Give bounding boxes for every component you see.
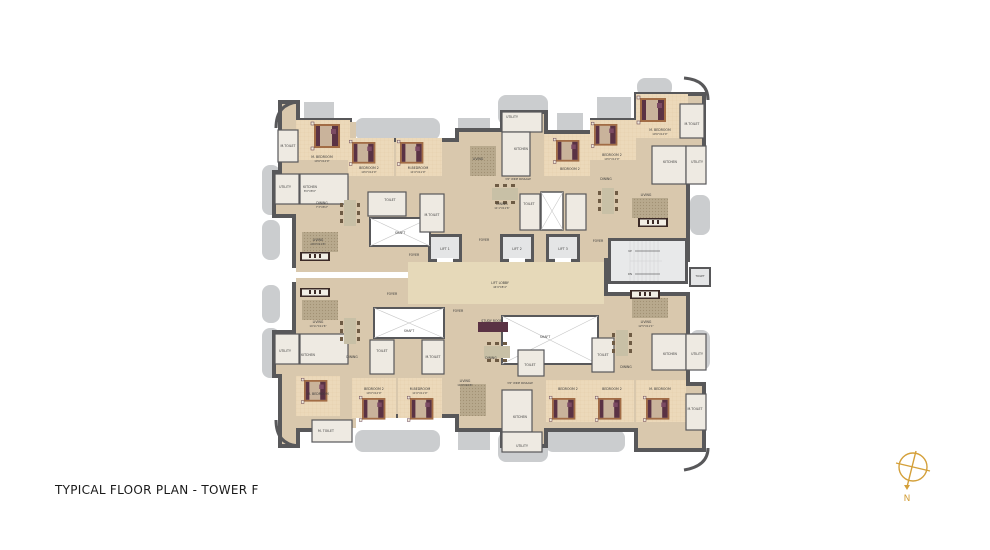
svg-text:TOILET: TOILET <box>523 363 535 367</box>
svg-text:FOYER: FOYER <box>387 292 398 296</box>
shaft-bottom-center <box>501 315 599 365</box>
svg-text:10'0"X12'0": 10'0"X12'0" <box>366 391 382 395</box>
svg-text:8'0"X8'0": 8'0"X8'0" <box>304 189 316 193</box>
shaft-label: SHAFT <box>404 329 414 333</box>
svg-text:3'6" WIDE PASSAGE: 3'6" WIDE PASSAGE <box>505 177 531 181</box>
svg-text:10'6"X12'0": 10'6"X12'0" <box>314 159 330 163</box>
svg-text:DINING: DINING <box>620 365 632 369</box>
wet-areas <box>274 103 707 453</box>
svg-text:11'0"X11'0": 11'0"X11'0" <box>410 170 426 174</box>
svg-text:12'5"X11'1": 12'5"X11'1" <box>638 324 654 328</box>
svg-text:LIVING: LIVING <box>473 157 484 161</box>
svg-text:10'6"X12'0": 10'6"X12'0" <box>652 132 668 136</box>
labels-bottom-center: FOYER STUDY ROOM DINING LIVING 11'6"X10'… <box>453 309 578 448</box>
svg-text:11'0"X11'0": 11'0"X11'0" <box>412 391 428 395</box>
svg-text:FOYER: FOYER <box>453 309 464 313</box>
svg-text:FOYER: FOYER <box>479 238 490 242</box>
stair-up-label: UP <box>628 249 632 253</box>
lift-lobby-size: 44'9"X8'4" <box>493 285 507 289</box>
compass-icon: N <box>895 450 931 504</box>
svg-text:TOILET: TOILET <box>375 349 387 353</box>
svg-text:LIVING: LIVING <box>641 193 652 197</box>
lift-lobby <box>408 262 604 304</box>
svg-text:BEDROOM 2: BEDROOM 2 <box>560 167 580 171</box>
svg-text:LIVING: LIVING <box>641 320 652 324</box>
svg-text:FOYER: FOYER <box>593 239 604 243</box>
lift-lobby-label: LIFT LOBBY <box>491 281 509 285</box>
svg-text:10'0"X12'0": 10'0"X12'0" <box>604 157 620 161</box>
shaft-label: SHAFT <box>540 335 550 339</box>
stair-down-label: DN <box>628 272 632 276</box>
plan-caption: TYPICAL FLOOR PLAN - TOWER F <box>55 483 259 497</box>
stair-toilet-label: TOILET <box>695 274 704 278</box>
svg-text:DINING: DINING <box>485 356 497 360</box>
svg-text:BEDROOM 2: BEDROOM 2 <box>558 387 578 391</box>
staircase: UP DN TOILET <box>608 238 711 287</box>
svg-text:11'6"X10'6": 11'6"X10'6" <box>457 383 473 387</box>
svg-text:TOILET: TOILET <box>596 353 608 357</box>
svg-text:M.BEDROOM: M.BEDROOM <box>408 166 429 170</box>
svg-text:M. TOILET: M. TOILET <box>318 429 334 433</box>
svg-text:LIVING: LIVING <box>313 238 324 242</box>
svg-text:M.TOILET: M.TOILET <box>688 407 703 411</box>
lift-3-label: LIFT 3 <box>558 247 567 251</box>
svg-text:M.TOILET: M.TOILET <box>425 213 440 217</box>
svg-text:M.TOILET: M.TOILET <box>281 144 296 148</box>
svg-text:TOILET: TOILET <box>522 202 534 206</box>
lift-1-label: LIFT 1 <box>440 247 449 251</box>
svg-text:BEDROOM 2: BEDROOM 2 <box>602 153 622 157</box>
svg-text:UTILITY: UTILITY <box>516 444 528 448</box>
svg-text:M.BEDROOM: M.BEDROOM <box>410 387 431 391</box>
svg-text:KITCHEN: KITCHEN <box>303 185 317 189</box>
corner-arcs <box>274 76 710 472</box>
svg-text:BEDROOM 2: BEDROOM 2 <box>359 166 379 170</box>
labels-top-right: M. BEDROOM 10'6"X12'0" BEDROOM 2 10'0"X1… <box>593 122 703 243</box>
svg-text:STUDY ROOM: STUDY ROOM <box>481 319 503 323</box>
svg-text:UTILITY: UTILITY <box>279 185 291 189</box>
labels-top-left: M. BEDROOM 10'6"X12'0" BEDROOM 2 10'0"X1… <box>279 144 439 257</box>
svg-text:UTILITY: UTILITY <box>691 160 703 164</box>
svg-text:M. BEDROOM: M. BEDROOM <box>311 155 333 159</box>
svg-text:M. BEDROOM: M. BEDROOM <box>649 128 671 132</box>
shaft-bottom-left <box>373 307 445 339</box>
svg-text:M. BEDROOM: M. BEDROOM <box>307 392 329 396</box>
svg-text:LIVING: LIVING <box>313 320 324 324</box>
svg-text:M.TOILET: M.TOILET <box>685 122 700 126</box>
svg-text:FOYER: FOYER <box>409 253 420 257</box>
svg-text:M.TOILET: M.TOILET <box>426 355 441 359</box>
svg-text:LIVING: LIVING <box>460 379 471 383</box>
svg-text:DINING: DINING <box>496 202 508 206</box>
svg-text:10'0"X12'0": 10'0"X12'0" <box>361 170 377 174</box>
shaft-label: SHAFT <box>395 231 405 235</box>
svg-text:BEDROOM 2: BEDROOM 2 <box>602 387 622 391</box>
svg-text:UTILITY: UTILITY <box>691 352 703 356</box>
svg-text:KITCHEN: KITCHEN <box>514 147 528 151</box>
svg-text:DINING: DINING <box>600 177 612 181</box>
bedrooms <box>296 94 688 422</box>
living-furniture <box>300 146 668 416</box>
svg-text:TOILET: TOILET <box>383 198 395 202</box>
svg-text:KITCHEN: KITCHEN <box>513 415 527 419</box>
svg-text:10'0"X11'6": 10'0"X11'6" <box>310 242 326 246</box>
svg-text:UTILITY: UTILITY <box>279 349 291 353</box>
svg-text:3'6" WIDE PASSAGE: 3'6" WIDE PASSAGE <box>507 381 533 385</box>
svg-text:DINING: DINING <box>316 201 328 205</box>
lift-2-label: LIFT 2 <box>512 247 521 251</box>
svg-text:11'1"X11'6": 11'1"X11'6" <box>494 206 510 210</box>
labels-top-center: UTILITY KITCHEN LIVING 3'6" WIDE PASSAGE… <box>473 115 580 242</box>
svg-text:DINING: DINING <box>346 355 358 359</box>
svg-text:7'3"X8'2": 7'3"X8'2" <box>316 205 328 209</box>
svg-text:M. BEDROOM: M. BEDROOM <box>649 387 671 391</box>
north-compass: N <box>893 449 933 504</box>
svg-text:10'11"X11'6": 10'11"X11'6" <box>309 324 326 328</box>
svg-text:KITCHEN: KITCHEN <box>663 352 677 356</box>
svg-text:UTILITY: UTILITY <box>506 115 518 119</box>
svg-text:KITCHEN: KITCHEN <box>663 160 677 164</box>
labels-bottom-right: LIVING 12'5"X11'1" TOILET DINING KITCHEN… <box>596 320 703 411</box>
svg-text:KITCHEN: KITCHEN <box>301 353 315 357</box>
labels-bottom-left: FOYER LIVING 10'11"X11'6" UTILITY KITCHE… <box>279 292 440 433</box>
north-label: N <box>904 494 911 503</box>
svg-text:BEDROOM 2: BEDROOM 2 <box>364 387 384 391</box>
